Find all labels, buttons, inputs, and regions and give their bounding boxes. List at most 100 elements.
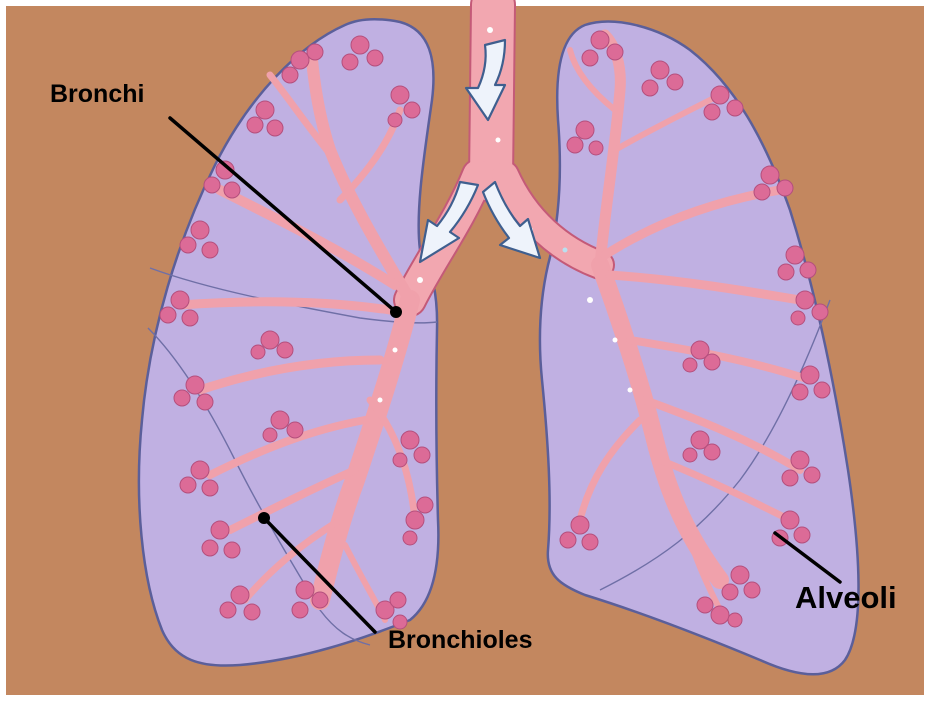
alveolus [801, 366, 819, 384]
alveolus [202, 540, 218, 556]
particle [378, 398, 383, 403]
alveolus [292, 602, 308, 618]
alveolus [171, 291, 189, 309]
bronchi-pointer-dot-icon [390, 306, 402, 318]
alveolus [651, 61, 669, 79]
alveolus [197, 394, 213, 410]
alveolus [727, 100, 743, 116]
alveolus [711, 86, 729, 104]
alveolus [704, 444, 720, 460]
alveolus [296, 581, 314, 599]
alveolus [291, 51, 309, 69]
alveolus [417, 497, 433, 513]
alveolus [731, 566, 749, 584]
alveolus [401, 431, 419, 449]
alveolus [287, 422, 303, 438]
alveolus [722, 584, 738, 600]
alveolus [781, 511, 799, 529]
alveolus [406, 511, 424, 529]
alveolus [180, 237, 196, 253]
alveolus [414, 447, 430, 463]
particle [393, 348, 398, 353]
alveolus [728, 613, 742, 627]
alveolus [211, 521, 229, 539]
alveolus [393, 453, 407, 467]
alveolus [711, 606, 729, 624]
alveolus [282, 67, 298, 83]
alveolus [204, 177, 220, 193]
alveolus [267, 120, 283, 136]
alveolus [812, 304, 828, 320]
alveolus [791, 451, 809, 469]
alveolus [761, 166, 779, 184]
alveolus [683, 358, 697, 372]
alveolus [642, 80, 658, 96]
alveolus [180, 477, 196, 493]
alveolus [224, 542, 240, 558]
particle [613, 338, 618, 343]
alveolus [182, 310, 198, 326]
alveolus [202, 242, 218, 258]
alveolus [244, 604, 260, 620]
alveolus [160, 307, 176, 323]
alveolus [778, 264, 794, 280]
alveolus [683, 448, 697, 462]
particle [417, 277, 423, 283]
alveolus [367, 50, 383, 66]
bronchi-label: Bronchi [50, 80, 144, 109]
alveolus [794, 527, 810, 543]
alveolus [814, 382, 830, 398]
particle [487, 27, 493, 33]
alveolus [202, 480, 218, 496]
alveolus [390, 592, 406, 608]
alveolus [261, 331, 279, 349]
alveolus [312, 592, 328, 608]
alveolus [342, 54, 358, 70]
alveolus [667, 74, 683, 90]
alveolus [404, 102, 420, 118]
alveolus [607, 44, 623, 60]
alveolus [256, 101, 274, 119]
alveolus [571, 516, 589, 534]
alveolus [567, 137, 583, 153]
alveolus [403, 531, 417, 545]
alveolus [800, 262, 816, 278]
alveolus [591, 31, 609, 49]
particle [496, 138, 501, 143]
alveolus [782, 470, 798, 486]
alveolus [582, 534, 598, 550]
particle [563, 248, 568, 253]
alveolus [777, 180, 793, 196]
alveolus [186, 376, 204, 394]
alveoli-label: Alveoli [795, 580, 897, 616]
alveolus [388, 113, 402, 127]
alveolus [191, 221, 209, 239]
alveolus [263, 428, 277, 442]
bronchioles-label: Bronchioles [388, 626, 532, 655]
alveolus [391, 86, 409, 104]
alveolus [220, 602, 236, 618]
alveolus [576, 121, 594, 139]
alveolus [589, 141, 603, 155]
alveolus [697, 597, 713, 613]
alveolus [582, 50, 598, 66]
alveolus [754, 184, 770, 200]
alveolus [174, 390, 190, 406]
alveolus [351, 36, 369, 54]
alveolus [704, 104, 720, 120]
alveolus [804, 467, 820, 483]
alveolus [792, 384, 808, 400]
alveolus [224, 182, 240, 198]
particle [587, 297, 593, 303]
alveolus [247, 117, 263, 133]
alveolus [791, 311, 805, 325]
alveolus [786, 246, 804, 264]
particle [628, 388, 633, 393]
alveolus [560, 532, 576, 548]
alveolus [796, 291, 814, 309]
alveolus [231, 586, 249, 604]
bronchioles-pointer-dot-icon [258, 512, 270, 524]
alveolus [251, 345, 265, 359]
alveolus [704, 354, 720, 370]
